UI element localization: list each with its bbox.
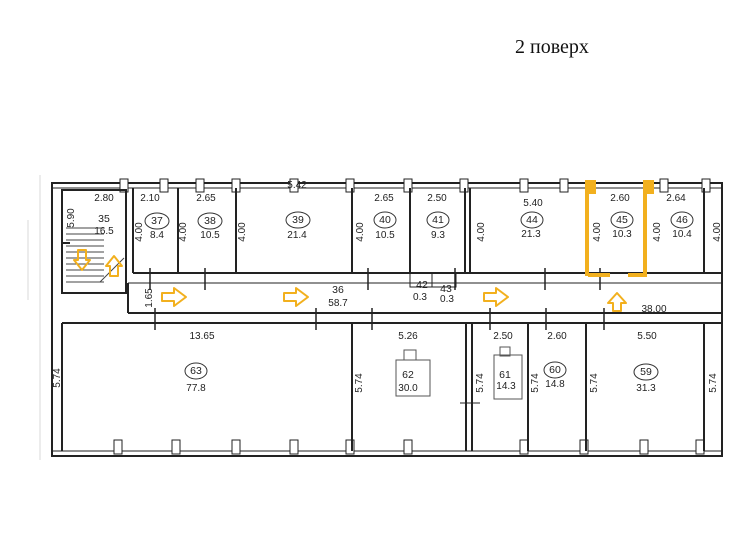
room-area-35: 16.5 (94, 226, 114, 237)
room-area-41: 9.3 (431, 230, 445, 241)
arrow-right-3 (483, 287, 509, 307)
room-area-38: 10.5 (200, 230, 220, 241)
room-number-60: 60 (549, 364, 561, 376)
room-area-45: 10.3 (612, 229, 632, 240)
room-area-59: 31.3 (636, 383, 656, 394)
room-number-38: 38 (204, 215, 216, 227)
corridor-length: 38.00 (641, 304, 666, 315)
room-number-62: 62 (402, 369, 414, 381)
room-width-45: 2.60 (610, 193, 630, 204)
direction-arrows (73, 249, 627, 312)
room-area-60: 14.8 (545, 379, 565, 390)
room-height-61: 5.74 (475, 373, 486, 393)
room-number-45: 45 (616, 214, 628, 226)
room-height-35: 5.90 (66, 208, 77, 228)
room-height-62: 5.74 (354, 373, 365, 393)
door-marks (149, 268, 605, 330)
furniture (395, 346, 523, 400)
room-width-62: 5.26 (398, 331, 418, 342)
room-number-41: 41 (432, 214, 444, 226)
room-width-41: 2.50 (427, 193, 447, 204)
room-area-36: 58.7 (328, 298, 348, 309)
arrow-stair-up (105, 255, 123, 277)
room-height-40: 4.00 (355, 222, 366, 242)
floor-title: 2 поверх (515, 36, 589, 58)
room-number-59: 59 (640, 366, 652, 378)
room-number-44: 44 (526, 214, 538, 226)
room-height-46: 4.00 (652, 222, 663, 242)
room-area-46: 10.4 (672, 229, 692, 240)
room-area-37: 8.4 (150, 230, 164, 241)
room-height-45: 4.00 (592, 222, 603, 242)
extra-height-bottom: 5.74 (708, 373, 719, 393)
room-width-40: 2.65 (374, 193, 394, 204)
room-number-46: 46 (676, 214, 688, 226)
room-number-39: 39 (292, 214, 304, 226)
room-width-39: 5.42 (287, 180, 307, 191)
room-width-44: 5.40 (523, 198, 543, 209)
bottom-windows (113, 439, 705, 455)
room-width-38: 2.65 (196, 193, 216, 204)
room-area-40: 10.5 (375, 230, 395, 241)
room-height-59: 5.74 (589, 373, 600, 393)
stair-hatch (66, 227, 125, 283)
room-area-62: 30.0 (398, 383, 418, 394)
room-width-60: 2.60 (547, 331, 567, 342)
room-height-39: 4.00 (237, 222, 248, 242)
room-height-37: 4.00 (134, 222, 145, 242)
room-height-60: 5.74 (530, 373, 541, 393)
interior-walls (61, 188, 722, 451)
room-number-35: 35 (98, 213, 110, 225)
room-number-42: 42 (416, 279, 428, 291)
room-number-40: 40 (379, 214, 391, 226)
arrow-right-1 (161, 287, 187, 307)
extra-height-top: 4.00 (712, 222, 723, 242)
room-area-42: 0.3 (413, 292, 427, 303)
room-number-63: 63 (190, 365, 202, 377)
room-number-43: 43 (440, 283, 452, 295)
room-area-61: 14.3 (496, 381, 516, 392)
room-number-61: 61 (499, 369, 511, 381)
arrow-right-2 (283, 287, 309, 307)
room-width-63: 13.65 (189, 331, 214, 342)
room-width-46: 2.64 (666, 193, 686, 204)
room-width-35: 2.80 (94, 193, 114, 204)
room-width-59: 5.50 (637, 331, 657, 342)
room-height-38: 4.00 (178, 222, 189, 242)
room-area-43: 0.3 (440, 294, 454, 305)
room-area-39: 21.4 (287, 230, 307, 241)
room-height-44: 4.00 (476, 222, 487, 242)
arrow-stair-down (73, 249, 91, 271)
scan-marks (27, 175, 41, 460)
arrow-up (607, 292, 627, 312)
top-windows (119, 178, 711, 193)
room-width-61: 2.50 (493, 331, 513, 342)
room-width-37: 2.10 (140, 193, 160, 204)
room-area-44: 21.3 (521, 229, 541, 240)
room-number-37: 37 (151, 215, 163, 227)
highlighted-walls (585, 180, 654, 277)
room-circles (144, 211, 694, 381)
room-height-36: 1.65 (144, 288, 155, 308)
room-area-63: 77.8 (186, 383, 206, 394)
room-number-36: 36 (332, 284, 344, 296)
room-height-63: 5.74 (52, 368, 63, 388)
